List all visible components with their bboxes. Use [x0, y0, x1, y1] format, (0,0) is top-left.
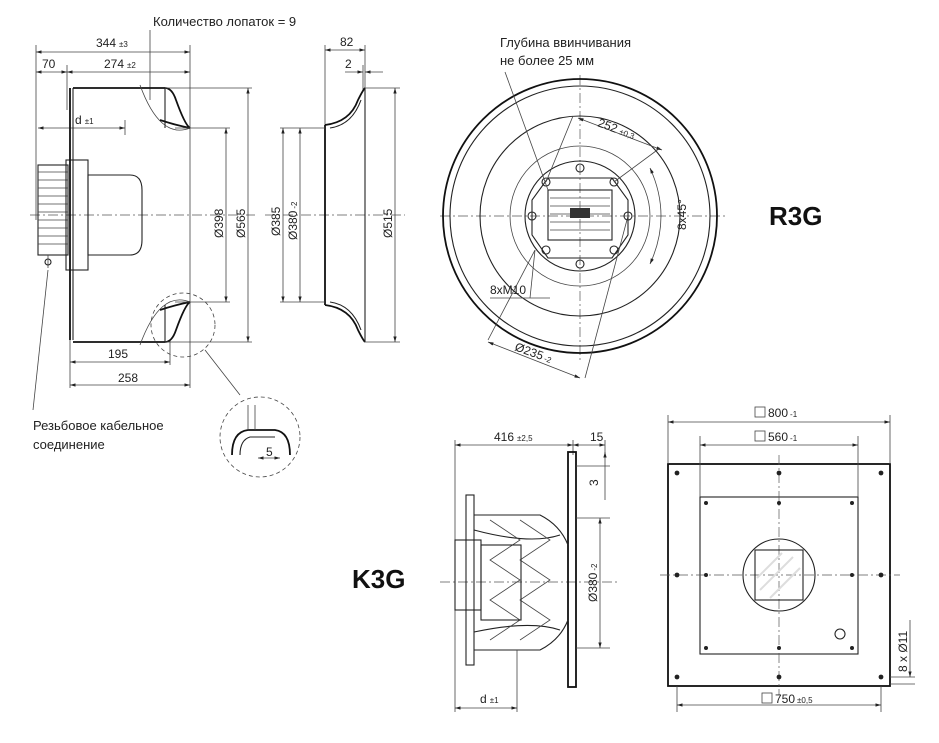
dim-560-tol: -1 — [790, 434, 798, 443]
svg-text:274±2: 274±2 — [104, 57, 136, 71]
svg-text:Ø380-2: Ø380-2 — [586, 563, 600, 602]
dim-344: 344 — [96, 36, 116, 50]
dim-258: 258 — [118, 371, 138, 385]
dim-750-tol: ±0,5 — [797, 696, 813, 705]
dim-d-tol: ±1 — [85, 117, 94, 126]
dim-800: 800 — [768, 406, 788, 420]
screw-depth-note-2: не более 25 мм — [500, 53, 594, 68]
blade-count-note: Количество лопаток = 9 — [153, 14, 296, 29]
k-dim-d: d — [480, 692, 487, 706]
k-dim-380-tol: -2 — [590, 563, 599, 571]
svg-text:d±1: d±1 — [75, 113, 94, 127]
dim-235-tol: -2 — [543, 354, 553, 365]
dim-8x45: 8x45° — [675, 199, 689, 230]
k3g-label: K3G — [352, 564, 405, 594]
dim-380-tol: -2 — [290, 201, 299, 209]
dim-274: 274 — [104, 57, 124, 71]
svg-text:252±0,3: 252±0,3 — [596, 116, 638, 143]
dim-398: Ø398 — [212, 208, 226, 238]
dim-2: 2 — [345, 57, 352, 71]
inlet-nozzle-section — [265, 45, 405, 343]
dim-416-tol: ±2,5 — [517, 434, 533, 443]
labels: Количество лопаток = 9 Глубина ввинчиван… — [33, 14, 822, 594]
svg-text:416±2,5: 416±2,5 — [494, 430, 533, 444]
dim-274-tol: ±2 — [127, 61, 136, 70]
svg-text:Ø380-2: Ø380-2 — [286, 201, 300, 240]
dim-385: Ø385 — [269, 206, 283, 236]
dim-344-tol: ±3 — [119, 40, 128, 49]
svg-text:800-1: 800-1 — [768, 406, 798, 420]
dim-750: 750 — [775, 692, 795, 706]
dim-70: 70 — [42, 57, 56, 71]
front-view-k3g — [660, 406, 915, 712]
dim-235: Ø235 — [513, 340, 546, 363]
r3g-label: R3G — [769, 201, 822, 231]
side-view-k3g — [440, 440, 620, 712]
dim-15: 15 — [590, 430, 604, 444]
dim-800-tol: -1 — [790, 410, 798, 419]
cable-note-2: соединение — [33, 437, 105, 452]
dim-8xm10: 8xM10 — [490, 283, 526, 297]
dim-8x11: 8 x Ø11 — [896, 631, 910, 672]
dim-560: 560 — [768, 430, 788, 444]
svg-text:750±0,5: 750±0,5 — [775, 692, 813, 706]
svg-text:344±3: 344±3 — [96, 36, 128, 50]
dim-252: 252 — [596, 116, 620, 136]
screw-depth-note-1: Глубина ввинчивания — [500, 35, 631, 50]
k-dim-d-tol: ±1 — [490, 696, 499, 705]
cable-note-1: Резьбовое кабельное — [33, 418, 164, 433]
dim-515: Ø515 — [381, 208, 395, 238]
svg-text:d±1: d±1 — [480, 692, 499, 706]
dim-3: 3 — [587, 479, 601, 486]
dim-416: 416 — [494, 430, 514, 444]
svg-text:Ø235-2: Ø235-2 — [513, 340, 554, 367]
dim-5: 5 — [266, 445, 273, 459]
dim-380: Ø380 — [286, 210, 300, 240]
side-view-r3g — [30, 30, 301, 478]
dim-82: 82 — [340, 35, 354, 49]
front-view-r3g — [440, 71, 725, 379]
dim-565: Ø565 — [234, 208, 248, 238]
svg-text:560-1: 560-1 — [768, 430, 798, 444]
k-dim-380: Ø380 — [586, 572, 600, 602]
dimension-labels: 344±3 70 274±2 d±1 195 258 Ø398 Ø565 82 … — [42, 35, 910, 706]
dim-d: d — [75, 113, 82, 127]
dim-195: 195 — [108, 347, 128, 361]
